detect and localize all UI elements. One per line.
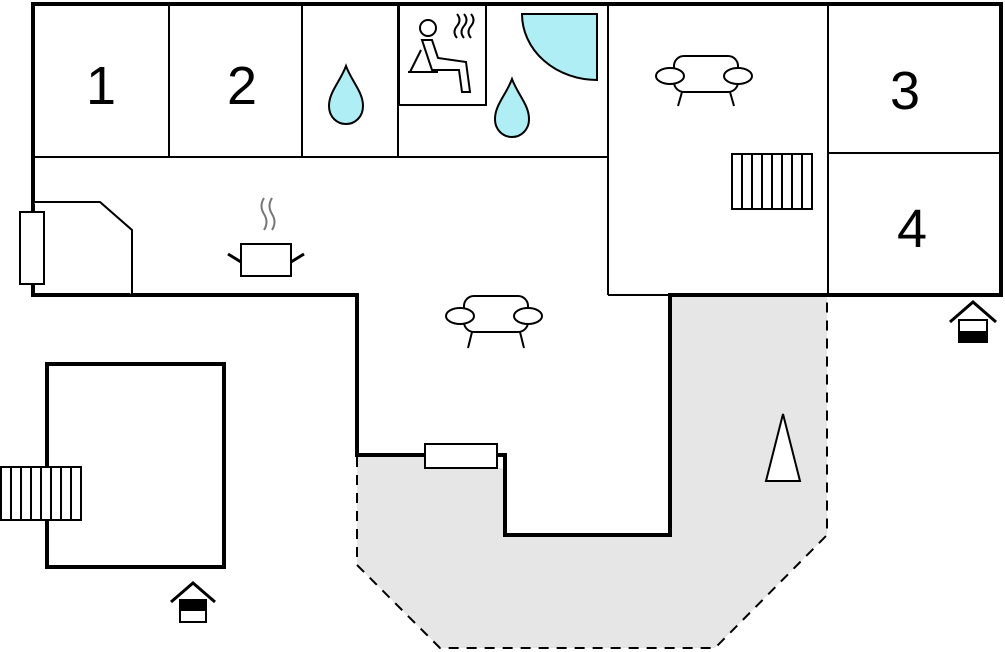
- stairs-icon: [731, 153, 813, 210]
- annex-building: [45, 362, 226, 569]
- exterior-wall: [31, 2, 1003, 537]
- sofa-icon: [655, 55, 753, 107]
- room-number-2: 2: [227, 56, 257, 116]
- water-drop-icon: [493, 76, 531, 139]
- stairs-icon: [0, 466, 82, 521]
- terrace-area: [357, 295, 827, 648]
- terrace: [356, 295, 828, 649]
- tree-icon: [764, 413, 802, 482]
- sauna-icon: [398, 4, 487, 106]
- annex-wall: [45, 362, 226, 569]
- room-number-4: 4: [897, 199, 927, 259]
- window-icon: [424, 443, 498, 469]
- shower-icon: [520, 13, 598, 82]
- sofa-icon: [445, 295, 543, 349]
- water-drop-icon: [327, 63, 365, 126]
- main-house: [31, 2, 1003, 537]
- terrace-edge: [356, 295, 828, 649]
- room-number-3: 3: [890, 61, 920, 121]
- room-number-1: 1: [86, 56, 116, 116]
- fireplace-icon: [33, 201, 133, 295]
- cooking-pot-icon: [227, 197, 305, 277]
- window-icon: [19, 211, 45, 285]
- entrance-icon: [170, 581, 216, 623]
- entrance-icon: [949, 300, 997, 343]
